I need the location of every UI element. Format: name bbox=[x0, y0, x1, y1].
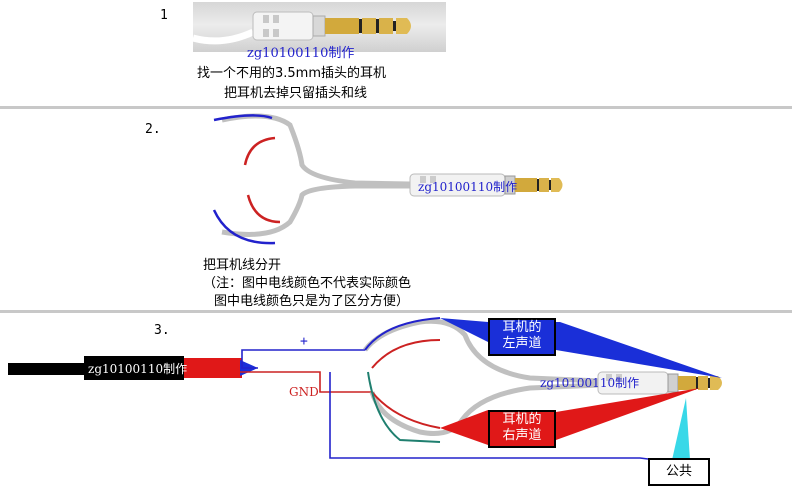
watermark-step3-left: zg10100110制作 bbox=[88, 362, 188, 376]
step1-caption-line1: 找一个不用的3.5mm插头的耳机 bbox=[197, 66, 387, 81]
gnd-label: GND bbox=[289, 385, 319, 399]
watermark-step2: zg10100110制作 bbox=[418, 180, 518, 194]
section-divider-1 bbox=[0, 106, 792, 109]
plus-label: + bbox=[300, 334, 308, 349]
step2-caption-line2: （注：图中电线颜色不代表实际颜色 bbox=[203, 276, 412, 291]
step1-caption-line2: 把耳机去掉只留插头和线 bbox=[224, 86, 368, 101]
step2-split-cable bbox=[212, 113, 411, 245]
right-channel-callout: 耳机的 右声道 bbox=[488, 410, 556, 448]
step3-plug bbox=[597, 371, 722, 395]
left-channel-pointer bbox=[440, 318, 722, 378]
left-channel-callout: 耳机的 左声道 bbox=[488, 318, 556, 356]
step2-number: 2. bbox=[145, 122, 161, 137]
plug-photo-drawing bbox=[193, 11, 411, 45]
step3-number: 3. bbox=[154, 323, 170, 338]
common-pointer bbox=[672, 398, 690, 460]
watermark-step3-right: zg10100110制作 bbox=[540, 376, 640, 390]
section-divider-2 bbox=[0, 310, 792, 313]
step2-caption-line1: 把耳机线分开 bbox=[203, 258, 282, 273]
step1-number: 1 bbox=[160, 8, 168, 23]
watermark-step1: zg10100110制作 bbox=[247, 46, 355, 61]
step2-caption-line3: 图中电线颜色只是为了区分方便） bbox=[214, 294, 410, 309]
step3-input-cable bbox=[8, 356, 258, 380]
step3-wires bbox=[240, 317, 673, 463]
step1-plug-photo bbox=[193, 2, 446, 52]
right-channel-pointer bbox=[440, 388, 700, 445]
common-callout: 公共 bbox=[648, 458, 710, 486]
step2-plug bbox=[409, 173, 563, 197]
